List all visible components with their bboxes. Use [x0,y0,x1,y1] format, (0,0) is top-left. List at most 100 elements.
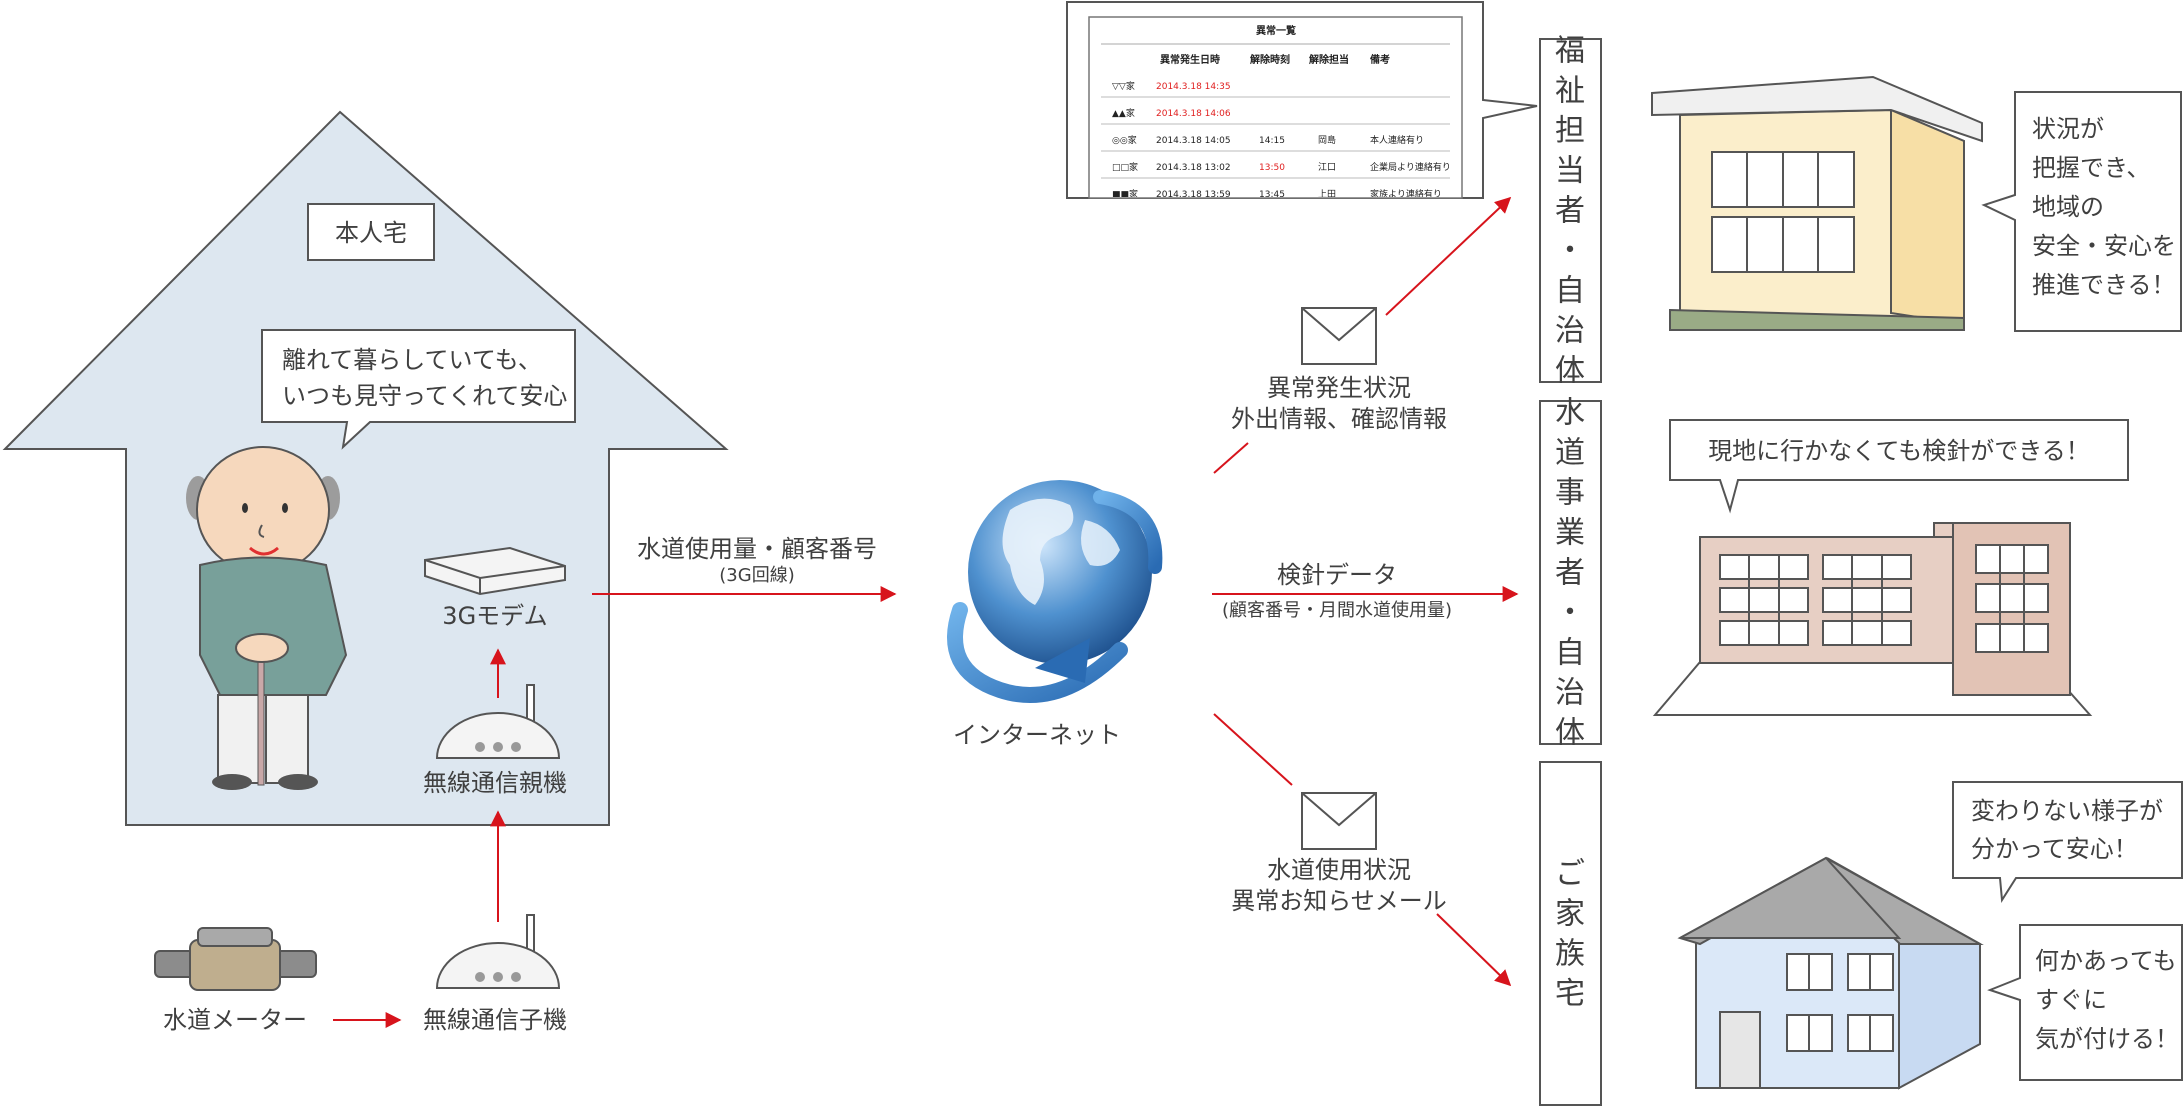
alert-row-home: ▽▽家 [1112,80,1135,92]
wireless-parent-unit-icon [435,684,561,759]
vertical-label-char: 当 [1555,154,1585,189]
home-title: 本人宅 [335,219,407,247]
uplink-label: 水道使用量・顧客番号 [637,535,877,563]
welfare-bubble-line-5: 推進できる！ [2032,271,2176,299]
vertical-label-char: 福 [1555,34,1585,69]
modem-icon [424,546,566,596]
welfare-bubble-line-2: 把握でき、 [2032,154,2150,182]
alert-row-release: 14:15 [1259,136,1285,146]
water-meter-label: 水道メーター [163,1006,307,1034]
vertical-label-char: ・ [1555,596,1585,631]
flow-family-line-1: 水道使用状況 [1267,856,1411,884]
family-speech-bubble-1 [1952,781,2183,904]
elderly-person-illustration [186,446,348,790]
uplink-sublabel: (3G回線) [719,565,794,586]
welfare-office-building [1651,75,1983,331]
alert-row-time: 2014.3.18 14:35 [1156,82,1231,92]
vertical-label-char: ご [1555,857,1585,892]
wireless-child-unit-icon [435,914,561,989]
mail-envelope-icon-family [1301,792,1377,850]
flow-welfare-line-1: 異常発生状況 [1267,374,1411,402]
alert-row-staff: 江口 [1318,162,1336,173]
welfare-speech-bubble [1981,91,2182,332]
vertical-label-char: 家 [1555,897,1585,932]
alert-table-screen: 異常一覧 異常発生日時 解除時刻 解除担当 備考 ▽▽家 2014.3.18 14… [1066,1,1538,200]
vertical-label-char: ・ [1555,234,1585,269]
alert-row-home: ▲▲家 [1112,107,1135,119]
alert-table-header-1: 解除時刻 [1250,53,1290,66]
alert-row-note: 本人連絡有り [1370,134,1424,146]
alert-row-release: 13:45 [1259,190,1285,200]
welfare-bubble-line-1: 状況が [2032,115,2104,143]
flow-welfare-line-2: 外出情報、確認情報 [1231,405,1447,433]
alert-table-header-2: 解除担当 [1309,53,1349,66]
family-bubble1-line-1: 変わりない様子が [1971,797,2163,825]
internet-globe-icon [947,480,1163,703]
home-title-box [307,203,435,261]
vertical-label-char: 担 [1555,114,1585,149]
utility-bubble-line-1: 現地に行かなくても検針ができる！ [1708,437,2090,465]
welfare-bubble-line-3: 地域の [2032,193,2104,221]
flow-family-line-2: 異常お知らせメール [1231,887,1447,915]
family-bubble2-line-3: 気が付ける！ [2035,1025,2179,1053]
recipient-welfare-label-box: 福祉担当者・自治体 [1539,34,1602,389]
wireless-child-unit-label: 無線通信子機 [423,1006,567,1034]
vertical-label-char: 宅 [1555,977,1585,1012]
alert-table-title: 異常一覧 [1256,24,1296,37]
alert-row-home: ■■家 [1112,188,1138,200]
water-meter-icon [154,927,317,991]
alert-table-header-0: 異常発生日時 [1160,53,1220,66]
flow-utility-sublabel: (顧客番号・月間水道使用量) [1222,600,1452,621]
arrow-to-family-a [1213,713,1293,786]
alert-row-home: □□家 [1112,161,1138,173]
recipient-utility-vertical-label: 水道事業者・自治体 [1555,396,1585,751]
alert-row-staff: 上田 [1318,189,1336,200]
home-speech-line-1: 離れて暮らしていても、 [282,346,542,374]
home-speech-bubble [261,329,576,450]
home-house-shape [2,110,729,826]
vertical-label-char: 治 [1555,314,1585,349]
alert-row-note: 家族より連絡有り [1370,188,1442,200]
vertical-label-char: 事 [1555,476,1585,511]
recipient-family-label-box: ご家族宅 [1539,761,1602,1106]
vertical-label-char: 体 [1555,716,1585,751]
alert-row-time: 2014.3.18 14:05 [1156,136,1231,146]
home-section: 本人宅 離れて暮らしていても、 いつも見守ってくれて安心 [2,110,729,1034]
alert-row-note: 企業局より連絡有り [1370,161,1451,173]
family-bubble1-line-2: 分かって安心！ [1971,835,2138,863]
welfare-bubble-line-4: 安全・安心を [2032,232,2176,260]
vertical-label-char: 者 [1555,556,1585,591]
recipient-welfare-vertical-label: 福祉担当者・自治体 [1555,34,1585,389]
vertical-label-char: 治 [1555,676,1585,711]
internet-label: インターネット [953,721,1121,749]
arrow-to-family-b [1436,913,1512,987]
arrow-to-welfare-a [1213,442,1249,474]
family-speech-bubble-2 [1987,924,2183,1081]
vertical-label-char: 者 [1555,194,1585,229]
recipient-utility-label-box: 水道事業者・自治体 [1539,396,1602,751]
home-speech-line-2: いつも見守ってくれて安心 [282,382,567,410]
vertical-label-char: 自 [1555,636,1585,671]
vertical-label-char: 体 [1555,354,1585,389]
alert-table-rows: ▽▽家 2014.3.18 14:35 ▲▲家 2014.3.18 14:06 ◎◎家 2… [1101,80,1451,200]
mail-envelope-icon-welfare [1301,307,1377,365]
flow-utility-label: 検針データ [1277,561,1397,589]
alert-table-header-3: 備考 [1370,53,1390,66]
vertical-label-char: 祉 [1555,74,1585,109]
family-house [1677,856,1984,1090]
modem-label: 3Gモデム [442,602,547,630]
alert-row-time: 2014.3.18 14:06 [1156,109,1231,119]
alert-row-staff: 岡島 [1318,134,1336,146]
vertical-label-char: 自 [1555,274,1585,309]
utility-office-building [1652,522,2093,716]
vertical-label-char: 族 [1555,937,1585,972]
alert-row-time: 2014.3.18 13:59 [1156,190,1231,200]
wireless-parent-unit-label: 無線通信親機 [423,769,567,797]
vertical-label-char: 道 [1555,436,1585,471]
family-bubble2-line-2: すぐに [2035,986,2107,1014]
vertical-label-char: 水 [1555,396,1585,431]
alert-row-home: ◎◎家 [1112,134,1137,146]
recipient-family-vertical-label: ご家族宅 [1555,857,1585,1012]
alert-row-time: 2014.3.18 13:02 [1156,163,1231,173]
